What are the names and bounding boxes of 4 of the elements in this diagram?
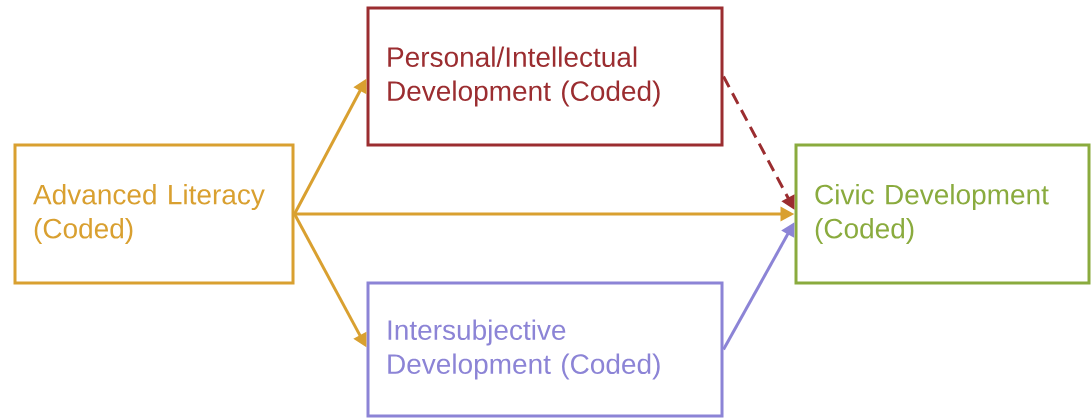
text-box: Personal/Intellectual Development (Coded)	[366, 6, 724, 147]
text-box: Advanced Literacy (Coded)	[13, 143, 295, 285]
text-box: Civic Development (Coded)	[794, 143, 1091, 285]
text-box: Intersubjective Development (Coded)	[366, 281, 724, 418]
